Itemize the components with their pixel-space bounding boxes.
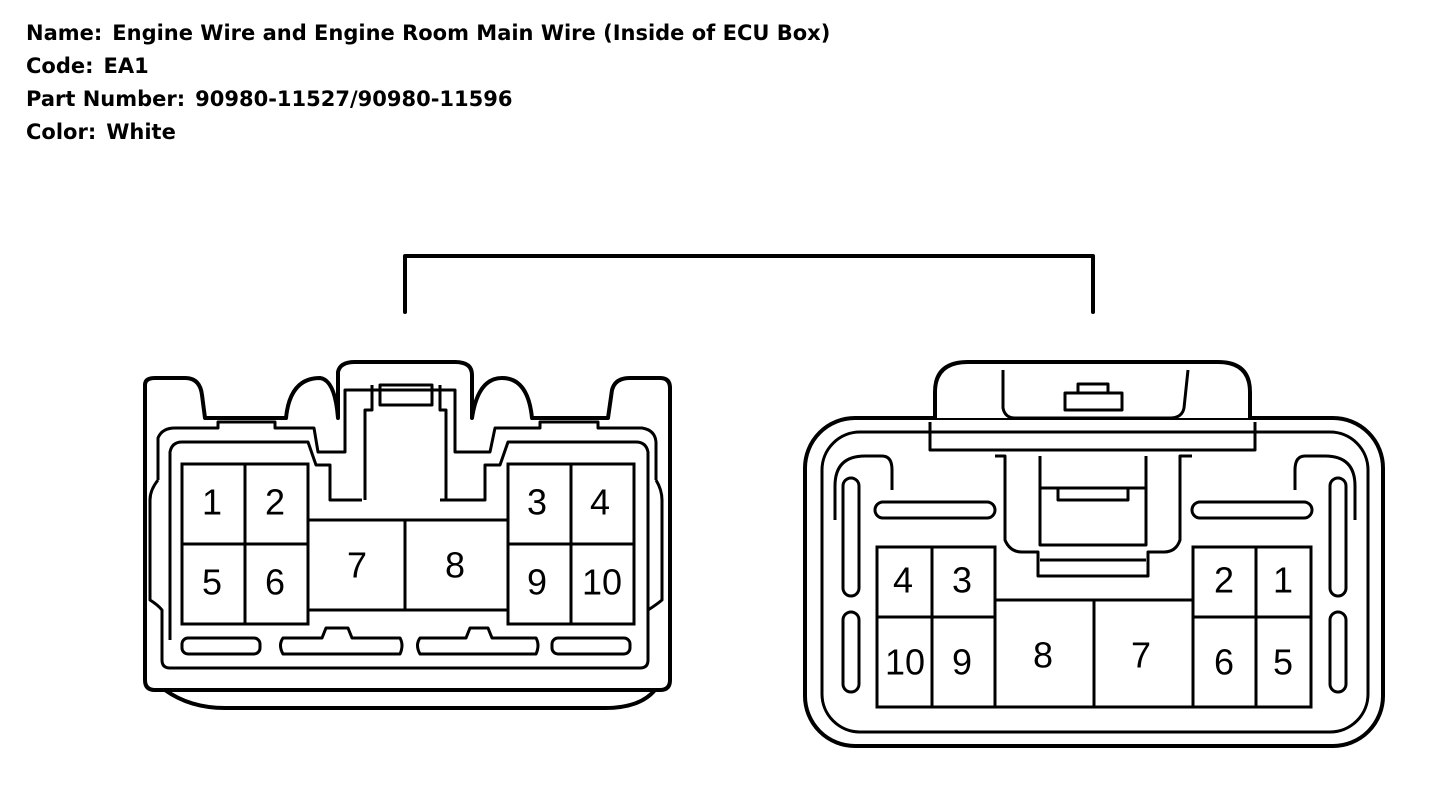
right-pin-label: 6 xyxy=(1214,642,1234,683)
mating-bracket-line xyxy=(403,254,1095,314)
left-pin-label: 10 xyxy=(582,562,622,603)
right-pin-label: 4 xyxy=(893,560,913,601)
left-pin-label: 4 xyxy=(590,482,610,523)
color-row: Color: White xyxy=(26,116,830,149)
part-number-value: 90980-11527/90980-11596 xyxy=(195,87,513,111)
right-pin-label: 7 xyxy=(1131,635,1151,676)
part-number-label: Part Number: xyxy=(26,87,186,111)
right-connector: 4 3 2 1 10 9 8 7 6 5 xyxy=(803,360,1385,748)
color-label: Color: xyxy=(26,120,97,144)
part-number-row: Part Number: 90980-11527/90980-11596 xyxy=(26,83,830,116)
name-label: Name: xyxy=(26,21,103,45)
left-pin-label: 7 xyxy=(347,545,367,586)
code-value: EA1 xyxy=(103,54,149,78)
left-pin-label: 6 xyxy=(265,562,285,603)
left-connector: 1 2 3 4 5 6 7 8 9 10 xyxy=(143,360,672,710)
right-pin-label: 10 xyxy=(885,642,925,683)
left-pin-label: 1 xyxy=(202,482,222,523)
connector-info: Name: Engine Wire and Engine Room Main Wi… xyxy=(26,17,830,149)
left-pin-label: 5 xyxy=(202,562,222,603)
left-pin-label: 3 xyxy=(527,482,547,523)
color-value: White xyxy=(106,120,176,144)
name-row: Name: Engine Wire and Engine Room Main Wi… xyxy=(26,17,830,50)
code-label: Code: xyxy=(26,54,94,78)
right-pin-label: 8 xyxy=(1033,635,1053,676)
right-pin-label: 1 xyxy=(1273,560,1293,601)
name-value: Engine Wire and Engine Room Main Wire (I… xyxy=(112,21,831,45)
right-pin-label: 2 xyxy=(1214,560,1234,601)
right-pin-label: 5 xyxy=(1273,642,1293,683)
right-pin-label: 3 xyxy=(952,560,972,601)
code-row: Code: EA1 xyxy=(26,50,830,83)
left-pin-label: 2 xyxy=(265,482,285,523)
left-pin-label: 8 xyxy=(445,545,465,586)
left-pin-label: 9 xyxy=(527,562,547,603)
right-pin-label: 9 xyxy=(952,642,972,683)
